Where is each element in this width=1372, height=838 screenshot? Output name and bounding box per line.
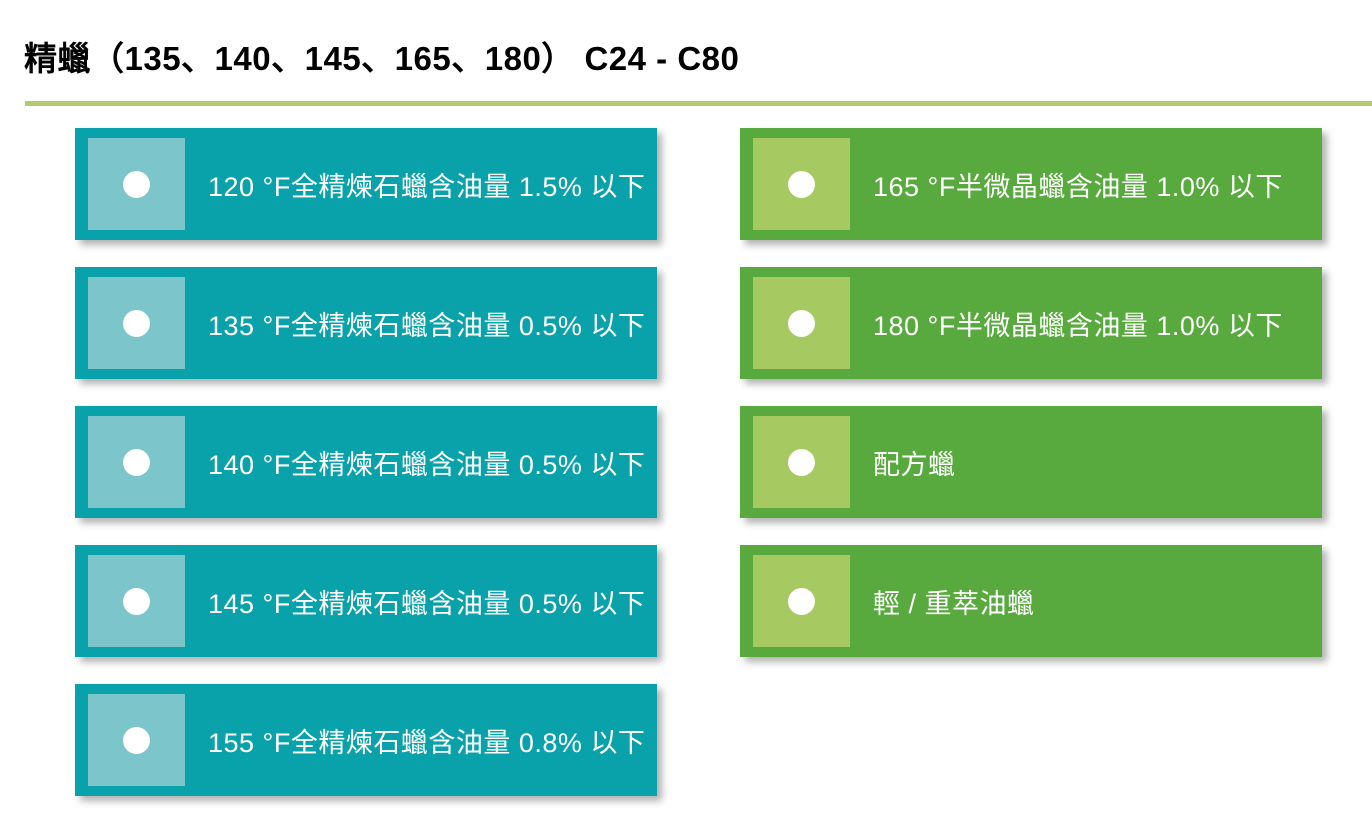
bullet-dot-icon bbox=[123, 448, 150, 476]
wax-item-label: 155 °F全精煉石蠟含油量 0.8% 以下 bbox=[208, 727, 646, 758]
bullet-square bbox=[88, 555, 185, 647]
wax-item: 140 °F全精煉石蠟含油量 0.5% 以下 bbox=[75, 406, 657, 518]
bullet-square bbox=[753, 416, 850, 508]
page-title: 精蠟（135、140、145、165、180） C24 - C80 bbox=[24, 40, 740, 77]
paraffin-wax-column: 120 °F全精煉石蠟含油量 1.5% 以下 135 °F全精煉石蠟含油量 0.… bbox=[75, 128, 657, 823]
wax-item: 120 °F全精煉石蠟含油量 1.5% 以下 bbox=[75, 128, 657, 240]
bullet-dot-icon bbox=[123, 587, 150, 615]
wax-item: 155 °F全精煉石蠟含油量 0.8% 以下 bbox=[75, 684, 657, 796]
wax-item-label: 140 °F全精煉石蠟含油量 0.5% 以下 bbox=[208, 449, 646, 480]
microcrystalline-wax-column: 165 °F半微晶蠟含油量 1.0% 以下 180 °F半微晶蠟含油量 1.0%… bbox=[740, 128, 1322, 684]
wax-item-label: 120 °F全精煉石蠟含油量 1.5% 以下 bbox=[208, 171, 646, 202]
bullet-square bbox=[753, 555, 850, 647]
bullet-square bbox=[753, 138, 850, 230]
bullet-dot-icon bbox=[788, 170, 815, 198]
wax-item: 145 °F全精煉石蠟含油量 0.5% 以下 bbox=[75, 545, 657, 657]
wax-item: 135 °F全精煉石蠟含油量 0.5% 以下 bbox=[75, 267, 657, 379]
bullet-dot-icon bbox=[123, 726, 150, 754]
wax-item: 165 °F半微晶蠟含油量 1.0% 以下 bbox=[740, 128, 1322, 240]
wax-item-label: 135 °F全精煉石蠟含油量 0.5% 以下 bbox=[208, 310, 646, 341]
wax-item: 輕 / 重萃油蠟 bbox=[740, 545, 1322, 657]
wax-item-label: 配方蠟 bbox=[873, 449, 956, 480]
bullet-square bbox=[88, 277, 185, 369]
bullet-square bbox=[88, 138, 185, 230]
bullet-dot-icon bbox=[788, 448, 815, 476]
bullet-dot-icon bbox=[788, 587, 815, 615]
wax-item: 配方蠟 bbox=[740, 406, 1322, 518]
bullet-square bbox=[88, 694, 185, 786]
bullet-dot-icon bbox=[123, 170, 150, 198]
bullet-dot-icon bbox=[123, 309, 150, 337]
wax-item-label: 輕 / 重萃油蠟 bbox=[873, 588, 1035, 619]
title-underline bbox=[25, 101, 1372, 106]
bullet-dot-icon bbox=[788, 309, 815, 337]
bullet-square bbox=[753, 277, 850, 369]
wax-item: 180 °F半微晶蠟含油量 1.0% 以下 bbox=[740, 267, 1322, 379]
wax-item-label: 145 °F全精煉石蠟含油量 0.5% 以下 bbox=[208, 588, 646, 619]
wax-item-label: 180 °F半微晶蠟含油量 1.0% 以下 bbox=[873, 310, 1283, 341]
bullet-square bbox=[88, 416, 185, 508]
wax-item-label: 165 °F半微晶蠟含油量 1.0% 以下 bbox=[873, 171, 1283, 202]
